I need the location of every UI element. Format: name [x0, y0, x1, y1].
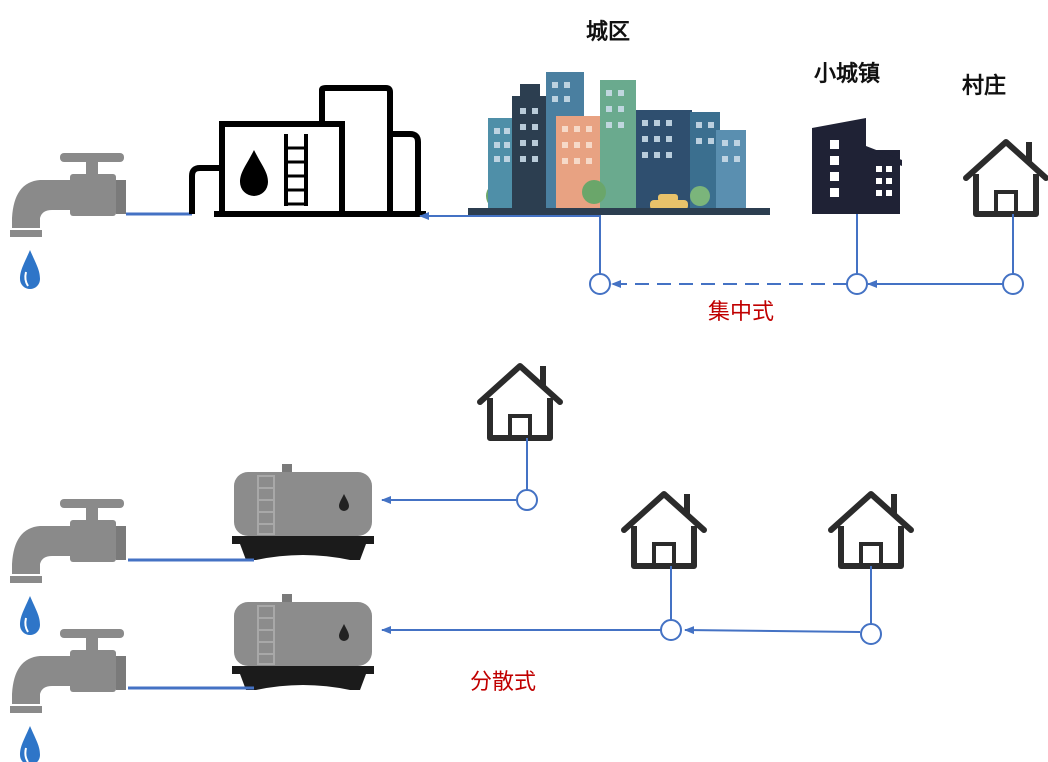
house-icon — [480, 366, 560, 438]
water-tank-icon — [231, 593, 375, 691]
building-icon — [812, 118, 902, 214]
water-tank-icon — [231, 463, 375, 561]
water-drop-icon — [19, 249, 41, 290]
faucet-icon — [10, 153, 126, 237]
village-label: 村庄 — [962, 74, 1007, 99]
treatment-plant-icon — [189, 85, 426, 217]
faucet-icon — [10, 499, 126, 583]
house-icon — [624, 494, 704, 566]
water-drop-icon — [19, 595, 41, 636]
urban-label: 城区 — [586, 20, 631, 45]
faucet-icon — [10, 629, 126, 713]
house-icon — [966, 142, 1046, 214]
distributed-network — [128, 438, 882, 690]
centralized-label: 集中式 — [708, 300, 775, 325]
distributed-label: 分散式 — [470, 670, 537, 695]
centralized-network — [419, 212, 1024, 295]
house-icon — [831, 494, 911, 566]
city-skyline-icon — [468, 72, 770, 215]
town-label: 小城镇 — [814, 62, 881, 87]
water-drop-icon — [19, 725, 41, 762]
